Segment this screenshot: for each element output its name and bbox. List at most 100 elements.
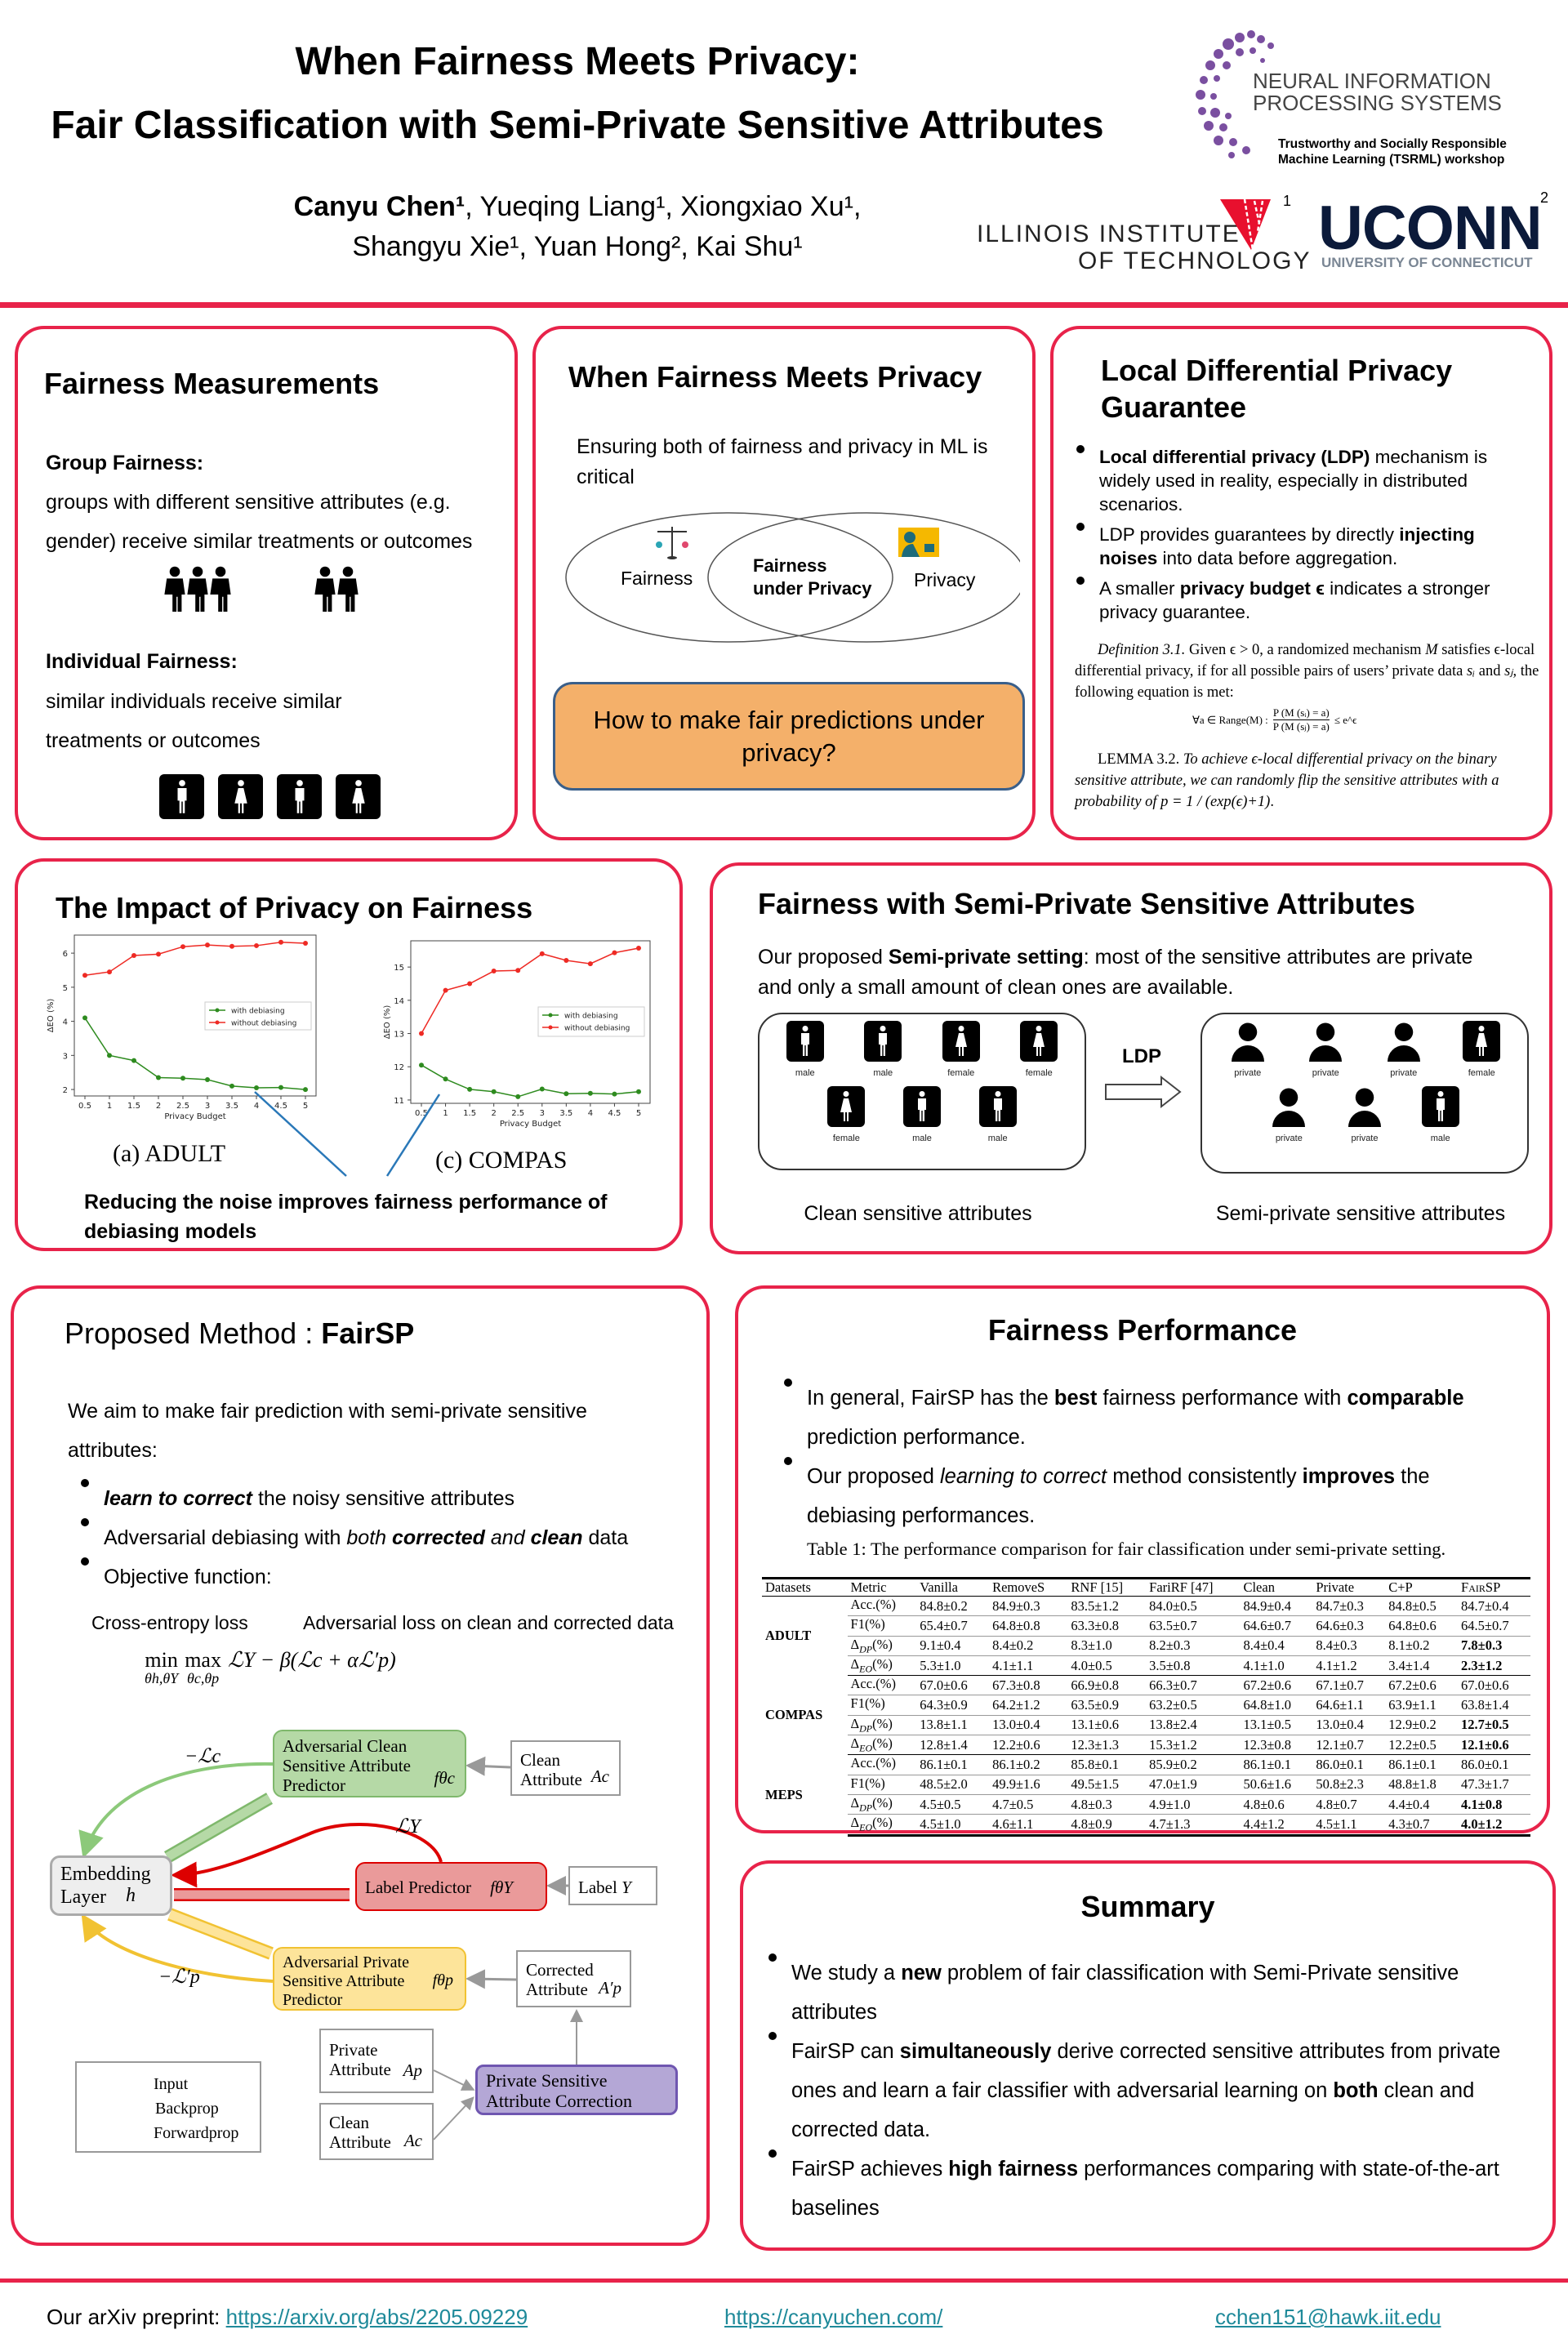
value-cell: 63.5±0.9	[1067, 1695, 1147, 1716]
panel-heading: Fairness Measurements	[44, 367, 380, 400]
text-segment: the noisy sensitive attributes	[252, 1487, 515, 1510]
value-cell: 4.3±0.7	[1385, 1814, 1459, 1837]
metric-name: Δ	[850, 1735, 860, 1752]
objective-min-sub: θh,θY	[145, 1670, 179, 1686]
value-cell: 4.1±0.8	[1458, 1793, 1530, 1815]
method-name: FairSP	[321, 1316, 415, 1350]
text-segment: Given ϵ > 0, a randomized mechanism	[1185, 642, 1426, 658]
value-cell: 86.0±0.1	[1461, 1757, 1509, 1773]
legend-backprop: Backprop	[155, 2100, 219, 2118]
legend-input: Input	[154, 2075, 189, 2093]
node-label: Adversarial Private Sensitive Attribute …	[283, 1953, 409, 2009]
venn-center-line2: under Privacy	[753, 578, 872, 599]
male-icon	[864, 1021, 902, 1062]
female-icon	[942, 1021, 980, 1062]
metric-unit: (%)	[875, 1755, 896, 1771]
male-icon	[902, 1086, 941, 1127]
workshop-line1: Trustworthy and Socially Responsible	[1278, 137, 1507, 151]
venn-intro: Ensuring both of fairness and privacy in…	[577, 435, 988, 488]
attribute-private: private	[1332, 1086, 1397, 1143]
value-cell: 84.0±0.5	[1149, 1597, 1197, 1614]
female-icon	[218, 774, 263, 819]
metric-sub: DP	[859, 1802, 873, 1814]
attribute-label: private	[1275, 1134, 1303, 1143]
equation-rhs: ≤ e^ϵ	[1334, 713, 1357, 726]
ldp-bullet: Local differential privacy (LDP) mechani…	[1076, 445, 1534, 516]
value-cell: 86.1±0.1	[1243, 1757, 1292, 1773]
value-cell: 47.3±1.7	[1458, 1774, 1530, 1795]
text-segment: M	[1425, 642, 1438, 658]
value-cell: 4.1±1.1	[989, 1655, 1068, 1677]
poster-title-line2: Fair Classification with Semi-Private Se…	[51, 104, 1104, 147]
female-icon	[1020, 1021, 1058, 1062]
privacy-icon	[898, 528, 939, 557]
metric-cell: ΔDP(%)	[847, 1714, 917, 1735]
column-header: Clean	[1240, 1577, 1313, 1597]
value-cell: 64.5±0.7	[1458, 1615, 1530, 1637]
value-cell: 67.0±0.6	[920, 1677, 968, 1693]
node-label: Clean Attribute	[520, 1750, 582, 1789]
text-segment: both	[346, 1526, 392, 1549]
loss-c-label: −ℒc	[185, 1746, 221, 1767]
value-cell: 4.7±0.5	[989, 1793, 1068, 1815]
input-clean-arrow	[466, 1756, 511, 1776]
metric-sub: EO	[859, 1663, 873, 1675]
text-segment: Local differential privacy (LDP)	[1099, 447, 1370, 467]
attribute-male: male	[1408, 1086, 1473, 1143]
value-cell: 64.8±0.6	[1385, 1615, 1459, 1637]
text-segment: : most of the sensitive attributes are p…	[758, 946, 1473, 999]
iit-logo-icon	[1220, 199, 1271, 251]
value-cell: 4.6±1.1	[989, 1814, 1068, 1837]
panel-summary: Summary We study a new problem of fair c…	[740, 1860, 1556, 2251]
label-node: Label Y	[568, 1866, 657, 1905]
text-segment: learn to correct	[104, 1487, 253, 1510]
metric-cell: Acc.(%)	[848, 1676, 917, 1695]
metric-name: Acc.	[850, 1755, 876, 1771]
diagram-legend	[75, 2061, 261, 2153]
attribute-label: female	[1025, 1068, 1053, 1078]
private-row: private private male	[1202, 1078, 1527, 1143]
attribute-male: male	[965, 1086, 1031, 1143]
value-cell: 63.5±0.7	[1146, 1615, 1241, 1637]
text-segment: improves	[1302, 1465, 1396, 1488]
private-person-icon	[1268, 1086, 1309, 1127]
performance-bullet: Our proposed learning to correct method …	[784, 1457, 1503, 1535]
value-cell: 50.6±1.6	[1240, 1774, 1313, 1795]
arxiv-link[interactable]: https://arxiv.org/abs/2205.09229	[225, 2305, 528, 2329]
attribute-private: private	[1215, 1021, 1281, 1078]
text-segment: best	[1054, 1387, 1098, 1410]
private-caption: Semi-private sensitive attributes	[1215, 1202, 1506, 1225]
text-segment: indicates a stronger privacy guarantee.	[1099, 578, 1490, 622]
value-cell: 4.7±1.3	[1146, 1814, 1241, 1837]
backprop-private-arrow	[81, 1913, 274, 1983]
text-segment: high fairness	[948, 2158, 1078, 2180]
objective-max: max	[185, 1648, 221, 1672]
attribute-label: male	[1430, 1134, 1450, 1143]
workshop-line2: Machine Learning (TSRML) workshop	[1278, 153, 1505, 167]
neurips-line1: NEURAL INFORMATION	[1253, 69, 1491, 93]
metric-unit: (%)	[864, 1775, 885, 1791]
node-label: Label Predictor	[365, 1878, 472, 1897]
text-segment: .	[1270, 794, 1274, 810]
homepage-link[interactable]: https://canyuchen.com/	[724, 2305, 943, 2329]
chart-caption-compas: (c) COMPAS	[435, 1147, 568, 1174]
email-link[interactable]: cchen151@hawk.iit.edu	[1215, 2305, 1441, 2329]
text-segment: clean and corrected data.	[791, 2079, 1475, 2141]
loss-y-label: ℒY	[395, 1816, 421, 1838]
metric-unit: (%)	[872, 1735, 893, 1752]
venn-fairness-ellipse	[565, 512, 893, 643]
value-cell: 84.7±0.3	[1316, 1597, 1364, 1614]
attribute-private: private	[1371, 1021, 1437, 1078]
value-cell: 64.3±0.9	[916, 1695, 990, 1716]
male-icon	[786, 1021, 824, 1062]
text-segment: corrected	[392, 1526, 485, 1549]
